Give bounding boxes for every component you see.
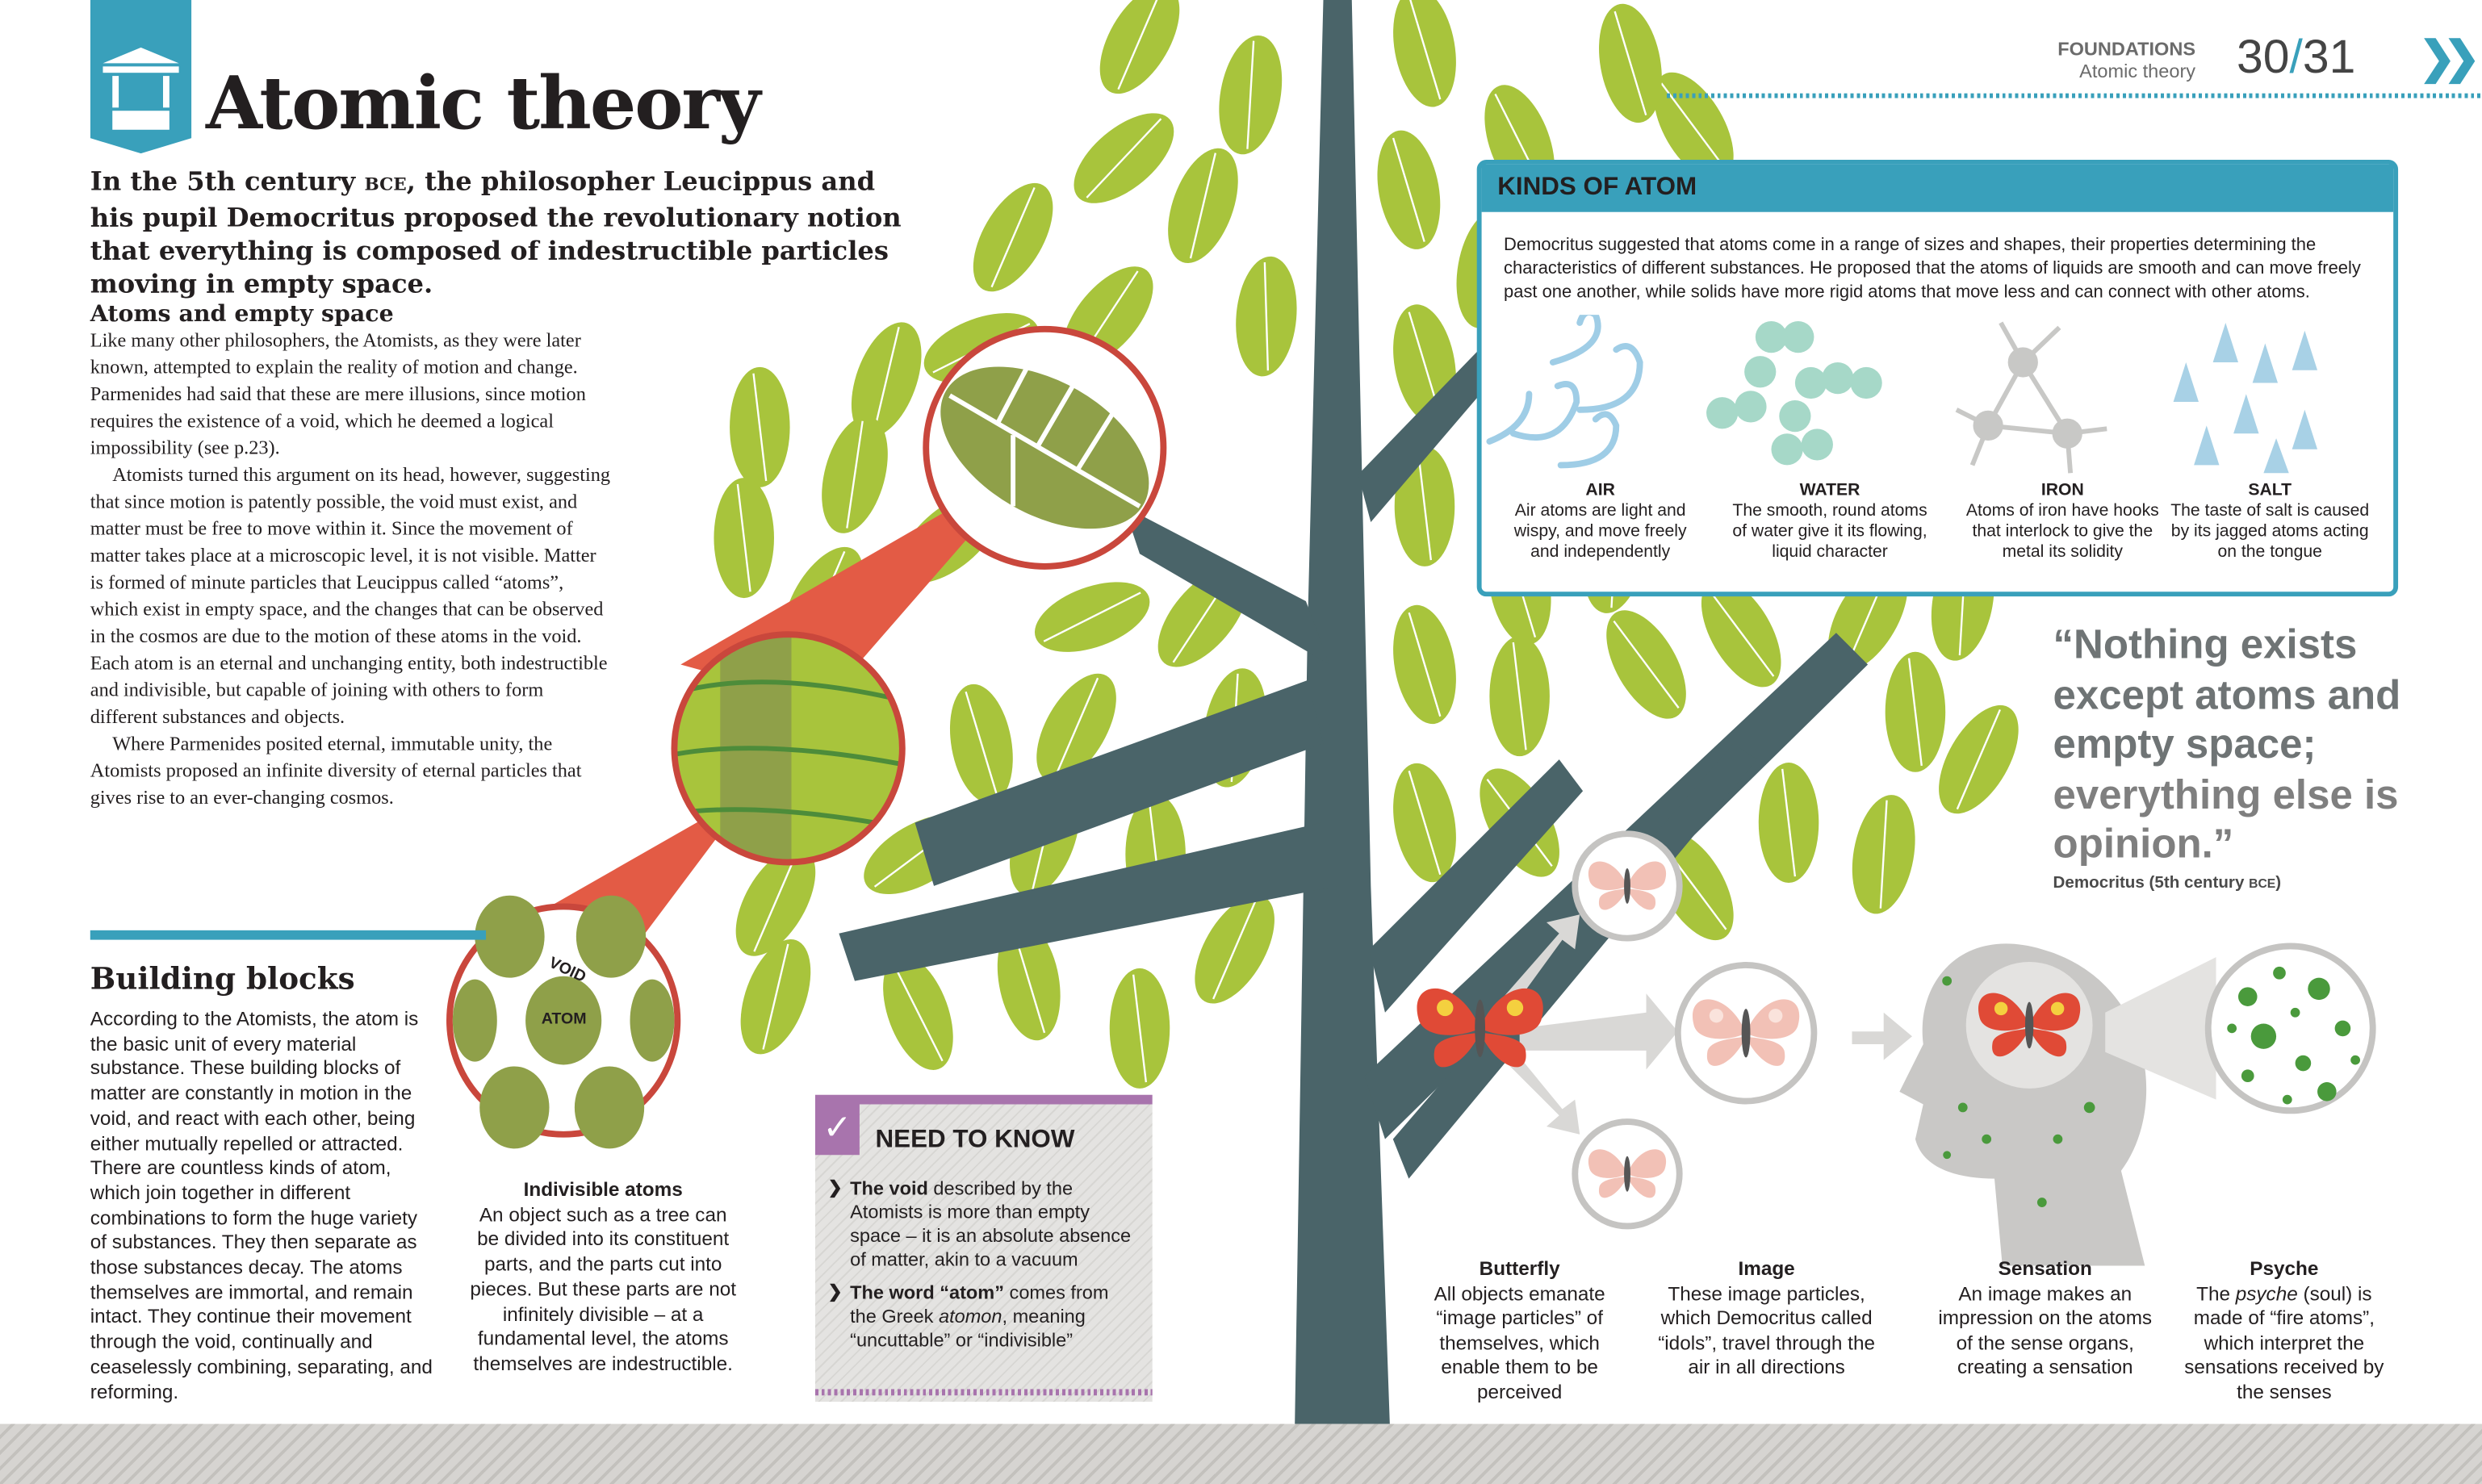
fire-atom [2241, 1069, 2254, 1083]
leaf [1074, 113, 1174, 203]
salt-atoms-icon [2173, 322, 2318, 474]
section-heading: Atoms and empty space [90, 300, 394, 328]
leaf [1939, 704, 2019, 814]
leaf [1885, 651, 1946, 772]
atom-zoom-circle [446, 895, 681, 1149]
butterfly-icon [1588, 861, 1667, 910]
atoms-empty-space-section: Atoms and empty space Like many other ph… [90, 301, 613, 812]
box-divider [814, 1389, 1153, 1396]
leaf [1393, 0, 1456, 107]
leaf [1034, 582, 1150, 652]
leaf [714, 478, 774, 599]
fire-atom [2308, 977, 2330, 1001]
leaf [1036, 673, 1116, 783]
box-heading: KINDS OF ATOM [1497, 173, 1697, 201]
leaf [1109, 968, 1170, 1089]
leaf [949, 683, 1013, 804]
leaf [1606, 610, 1686, 719]
leaf [973, 182, 1053, 292]
footer-band [0, 1423, 2482, 1484]
cell-zoom-circle [671, 631, 906, 866]
fire-atom [2282, 1094, 2292, 1105]
leaf [822, 416, 888, 533]
fire-atom [2250, 1023, 2277, 1049]
iron-atoms-icon [1955, 321, 2107, 474]
need-to-know-heading: NEED TO KNOW [875, 1126, 1075, 1154]
pull-quote: “Nothing exists except atoms and empty s… [2053, 620, 2401, 867]
page-left: 30 [2237, 31, 2290, 84]
header-divider [1667, 93, 2482, 98]
page-title: Atomic theory [205, 60, 761, 146]
leaf [851, 322, 922, 437]
title-icon [90, 0, 192, 154]
butterfly-icon [1417, 988, 1543, 1068]
leaf [1377, 130, 1441, 249]
leaf [1852, 795, 1915, 914]
air-atoms-icon [1486, 315, 1643, 469]
greek-temple-icon [103, 47, 179, 130]
fire-atom [2350, 1055, 2360, 1065]
building-blocks-heading: Building blocks [90, 962, 355, 997]
leaf [1758, 763, 1819, 884]
double-chevron-right-icon[interactable]: ❯❯ [2418, 33, 2480, 82]
butterfly-icon [1692, 999, 1800, 1066]
leaf [1489, 636, 1550, 757]
page-numbers: 30/31 [2237, 31, 2355, 86]
building-blocks-text: According to the Atomists, the atom is t… [90, 1007, 433, 1403]
fire-atom [2334, 1020, 2351, 1037]
section-body: Like many other philosophers, the Atomis… [90, 328, 611, 809]
leaf [1599, 3, 1662, 123]
fire-atom [2273, 966, 2286, 980]
leaf [1099, 0, 1180, 94]
leaf [1219, 35, 1283, 155]
atom-kinds-icons [1486, 315, 2318, 474]
fire-atom [2237, 987, 2258, 1006]
quote-attribution: Democritus (5th century BCE) [2053, 873, 2282, 892]
subsection-label: Atomic theory [2079, 60, 2196, 82]
list-item: The word “atom” comes from the Greek ato… [828, 1281, 1138, 1352]
box-description: Democritus suggested that atoms come in … [1504, 236, 2361, 303]
page-right: 31 [2302, 31, 2356, 84]
leaf [730, 366, 790, 487]
leaf [735, 847, 816, 956]
fire-atom [2227, 1023, 2237, 1034]
intro-text: In the 5th century BCE, the philosopher … [90, 165, 902, 299]
leaf [1236, 256, 1297, 377]
need-to-know-box: ✓ NEED TO KNOW The void described by the… [814, 1094, 1153, 1402]
leaf [740, 939, 811, 1055]
fire-atom [2317, 1082, 2337, 1102]
fire-atom [2295, 1055, 2312, 1072]
leaf [1701, 579, 1781, 688]
leaf [1195, 895, 1274, 1004]
list-item: The void described by the Atomists is mo… [828, 1177, 1138, 1273]
page-separator: / [2289, 31, 2303, 84]
leaf-zoom-circle [923, 325, 1167, 570]
atom-label: ATOM [541, 1010, 587, 1029]
butterfly-icon [1978, 993, 2081, 1057]
section-label: FOUNDATIONS [2057, 38, 2196, 61]
water-atoms-icon [1706, 321, 1882, 466]
leaf [883, 955, 953, 1070]
leaf [1168, 148, 1238, 264]
butterfly-icon [1588, 1149, 1667, 1198]
kinds-of-atom-box: KINDS OF ATOM Democritus suggested that … [1476, 160, 2399, 597]
leaf [1393, 763, 1456, 883]
checkmark-icon: ✓ [814, 1104, 860, 1156]
section-divider [90, 930, 487, 940]
fire-atom [2290, 1007, 2300, 1018]
leaf [1393, 604, 1456, 725]
